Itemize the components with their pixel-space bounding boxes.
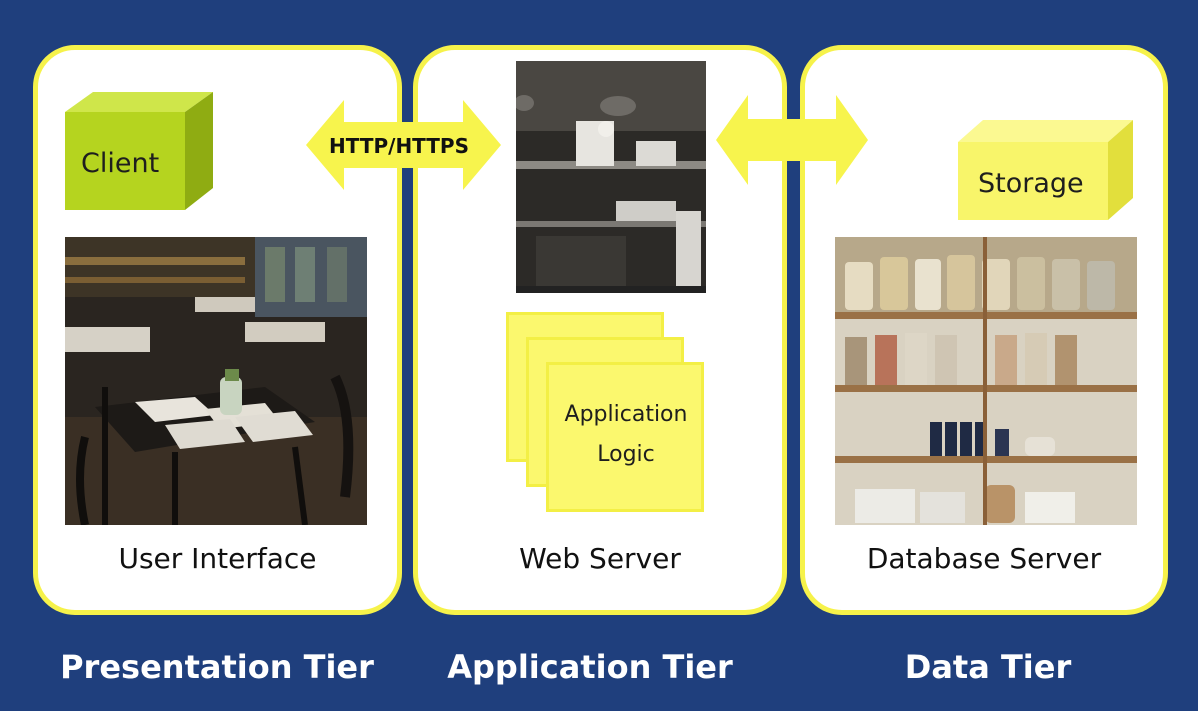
application-logic-line2: Logic [597,442,655,467]
restaurant-dining-photo [65,237,367,525]
presentation-tier-label: Presentation Tier [60,648,374,686]
storage-cube: Storage [958,120,1133,225]
kitchen-photo [516,61,706,293]
database-server-caption: Database Server [866,542,1102,575]
http-https-label: HTTP/HTTPS [329,134,469,158]
http-double-arrow: HTTP/HTTPS [306,100,501,194]
logic-doc-front: Application Logic [546,362,704,512]
storage-label: Storage [978,168,1084,199]
user-interface-caption: User Interface [118,542,317,575]
application-tier-label: Application Tier [447,648,733,686]
application-logic-line1: Application [564,402,688,427]
data-double-arrow [716,95,868,189]
data-tier-label: Data Tier [904,648,1072,686]
client-cube: Client [65,92,215,212]
client-label: Client [81,148,160,179]
web-server-caption: Web Server [519,542,681,575]
pantry-shelves-photo [835,237,1137,525]
